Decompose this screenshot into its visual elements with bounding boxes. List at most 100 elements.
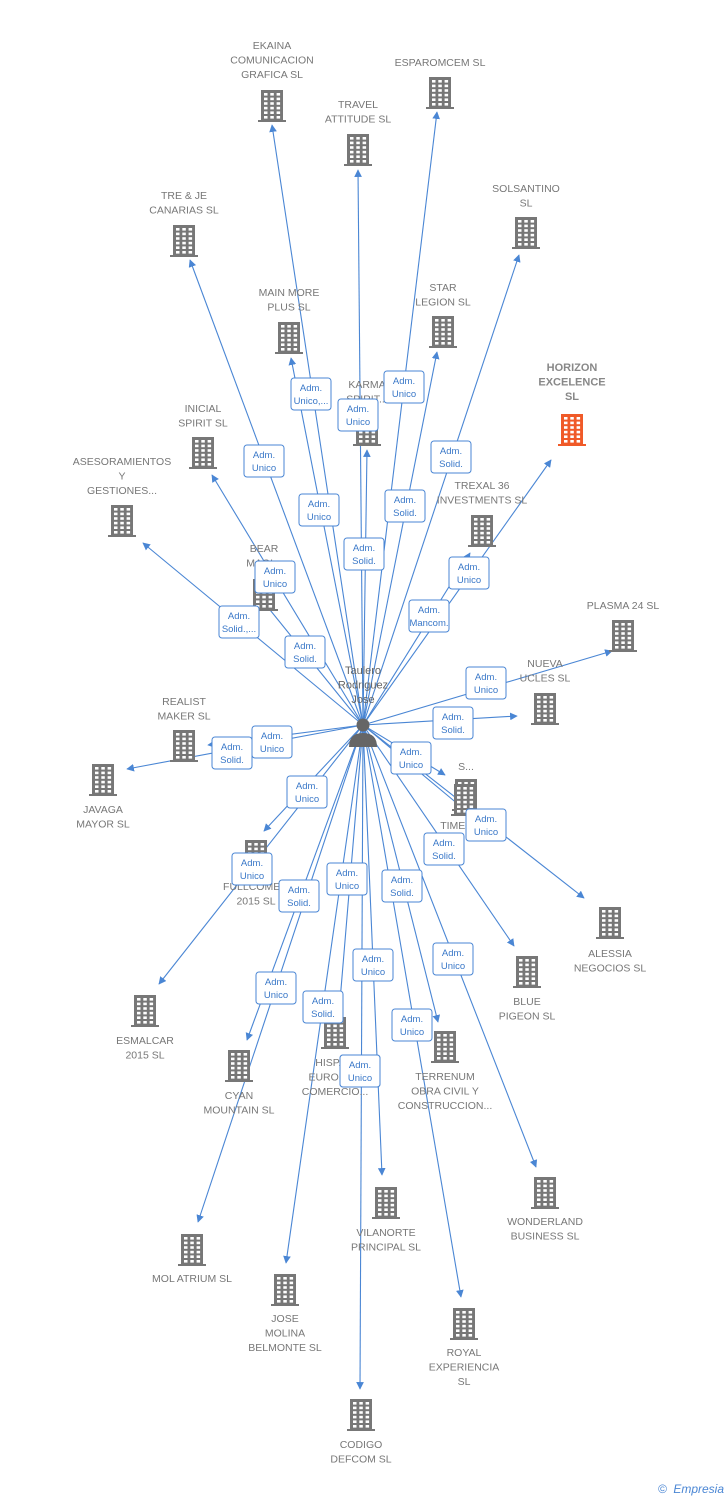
- company-label: MOLINA: [265, 1328, 305, 1340]
- company-label: MOL ATRIUM SL: [152, 1273, 232, 1285]
- role-label: Unico: [392, 389, 416, 400]
- role-badge-royal: Adm.Unico: [326, 862, 368, 896]
- role-badge-josemolina: Adm.Solid.: [302, 990, 344, 1024]
- role-label: Adm.: [418, 605, 440, 616]
- role-label: Solid.: [441, 725, 465, 736]
- role-label: Unico,...: [294, 396, 329, 407]
- building-icon: [558, 414, 586, 446]
- building-icon: [170, 225, 198, 257]
- company-label: JOSE: [271, 1313, 298, 1325]
- company-node-esparomcem[interactable]: ESPAROMCEM SL: [395, 57, 486, 109]
- company-label: BEAR: [250, 543, 279, 555]
- company-node-codigo[interactable]: CODIGO DEFCOM SL: [330, 1399, 392, 1466]
- building-icon: [258, 90, 286, 122]
- role-badge-treje: Adm.Unico: [243, 444, 285, 478]
- company-node-molatrium[interactable]: MOL ATRIUM SL: [152, 1234, 232, 1285]
- building-icon: [89, 764, 117, 796]
- edge-star: [362, 351, 440, 726]
- role-label: Unico: [260, 744, 284, 755]
- roles-layer: Adm.UnicoAdm.UnicoAdm.UnicoAdm.Solid.Adm…: [211, 370, 507, 1088]
- role-label: Adm.: [312, 996, 334, 1007]
- role-badge-asesor: Adm.Solid.,...: [218, 605, 260, 639]
- building-icon: [431, 1031, 459, 1063]
- company-label: NUEVA: [527, 658, 562, 670]
- building-icon: [108, 505, 136, 537]
- company-label: COMUNICACION: [230, 55, 313, 67]
- person-icon: [349, 718, 377, 747]
- role-label: Adm.: [308, 499, 330, 510]
- role-badge-esmalcar: Adm.Unico: [231, 852, 273, 886]
- role-badge-terrenum: Adm. Unico: [391, 1008, 433, 1042]
- role-badge-molatrium: Adm.Solid.: [278, 879, 320, 913]
- company-label: BUSINESS SL: [511, 1231, 580, 1243]
- role-badge-inicial: Adm.Unico: [254, 560, 296, 594]
- role-label: Adm.: [475, 672, 497, 683]
- role-label: Adm.: [265, 977, 287, 988]
- role-label: Unico: [264, 990, 288, 1001]
- role-label: Adm.: [353, 543, 375, 554]
- building-icon: [426, 77, 454, 109]
- edge-travel: [354, 169, 364, 726]
- role-label: Adm.: [475, 814, 497, 825]
- role-label: Adm.: [294, 641, 316, 652]
- role-badge-solsantino: Adm.Solid.: [430, 440, 472, 474]
- role-badge-star: Adm.Solid.: [384, 489, 426, 523]
- role-label: Unico: [457, 575, 481, 586]
- role-label: Adm.: [228, 611, 250, 622]
- role-label: Adm.: [401, 1014, 423, 1025]
- company-label: JAVAGA: [83, 804, 123, 816]
- company-node-plasma[interactable]: PLASMA 24 SL: [587, 600, 660, 652]
- brand-logo[interactable]: Empresia: [673, 1482, 724, 1496]
- building-icon: [344, 134, 372, 166]
- role-label: Solid.: [287, 898, 311, 909]
- company-label: EKAINA: [253, 40, 292, 52]
- role-label: Unico: [400, 1027, 424, 1038]
- company-node-asesor[interactable]: ASESORAMIENTOSYGESTIONES...: [73, 456, 171, 537]
- role-label: Adm.: [442, 948, 464, 959]
- role-label: Adm.: [458, 562, 480, 573]
- building-icon: [347, 1399, 375, 1431]
- role-label: Unico: [346, 417, 370, 428]
- role-label: Unico: [441, 961, 465, 972]
- role-label: Adm.: [400, 747, 422, 758]
- edge-treje: [188, 259, 364, 726]
- company-label: ROYAL: [447, 1347, 482, 1359]
- role-label: Unico: [295, 794, 319, 805]
- company-label: LEGION SL: [415, 297, 471, 309]
- role-label: Adm.: [261, 731, 283, 742]
- company-label: EXPERIENCIA: [429, 1362, 500, 1374]
- edge-esparomcem: [362, 111, 440, 726]
- company-label: CODIGO: [340, 1439, 383, 1451]
- role-label: Adm.: [296, 781, 318, 792]
- company-label: DEFCOM SL: [330, 1454, 391, 1466]
- role-label: Unico: [348, 1073, 372, 1084]
- company-label: PLUS SL: [267, 302, 310, 314]
- edge-mainmore: [288, 357, 364, 726]
- role-label: Adm.: [241, 858, 263, 869]
- company-label: PRINCIPAL SL: [351, 1242, 421, 1254]
